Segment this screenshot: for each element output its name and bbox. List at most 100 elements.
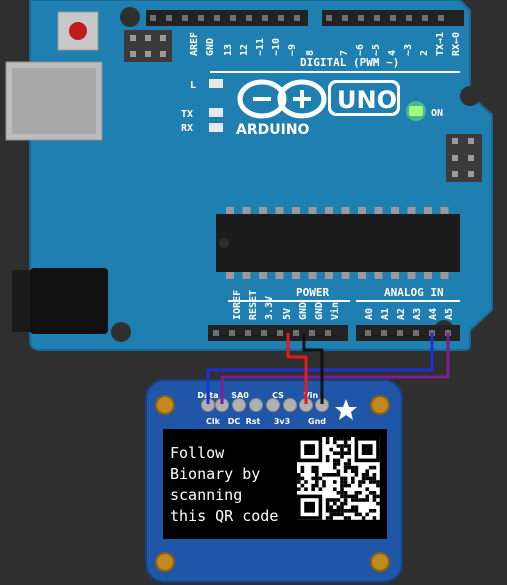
analog-pin-label: A2 [396,308,407,320]
header-pin[interactable] [182,15,188,21]
chip-leg [407,207,416,214]
power-pin-label: RESET [248,290,259,320]
power-pin-label: GND [298,302,309,320]
oled-pin-label: Clk [206,417,221,426]
digital-header[interactable] [146,10,464,26]
chip-leg [308,207,317,214]
chip-leg [308,272,317,279]
oled-pin-label: 3v3 [274,417,290,426]
oled-pin[interactable] [266,398,280,412]
header-pin[interactable] [358,15,364,21]
header-pin[interactable] [230,15,236,21]
header-pin[interactable] [166,15,172,21]
header-pin[interactable] [214,15,220,21]
chip-leg [275,207,284,214]
header-pin[interactable] [198,15,204,21]
header-pin[interactable] [438,15,444,21]
digital-pin-label: 4 [387,50,398,56]
header-pin[interactable] [342,15,348,21]
header-pin[interactable] [150,15,156,21]
digital-pin-label: 2 [419,50,430,56]
header-pin[interactable] [261,330,267,336]
chip-leg [242,207,251,214]
digital-pin-label: 8 [305,50,316,56]
chip-leg [424,207,432,214]
analog-pin-label: A5 [444,308,455,320]
on-led [409,106,423,116]
header-pin[interactable] [397,330,403,336]
oled-pin[interactable] [283,398,297,412]
analog-header[interactable] [356,325,460,341]
header-pin[interactable] [413,330,419,336]
qr-code-icon [297,437,380,520]
led-tx [209,108,223,117]
oled-line: Bionary by [170,465,260,483]
model-label: UNO [337,86,397,114]
chip-leg [391,207,399,214]
oled-pin[interactable] [232,398,246,412]
digital-pin-label: ~9 [287,44,298,56]
header-pin[interactable] [325,330,331,336]
oled-pin-row[interactable] [201,398,329,412]
microcontroller-chip [216,207,460,279]
analog-label: ANALOG IN [384,286,444,299]
header-pin[interactable] [381,330,387,336]
header-pin[interactable] [406,15,412,21]
mount-hole [370,395,390,415]
digital-pin-label: GND [205,38,216,56]
oled-pin[interactable] [249,398,263,412]
power-pin-label: GND [314,302,325,320]
header-pin[interactable] [390,15,396,21]
chip-leg [325,207,333,214]
chip-leg [292,207,300,214]
chip-leg [226,207,234,214]
wire-gnd [302,333,324,404]
header-pin[interactable] [422,15,428,21]
mount-hole [370,552,390,572]
oled-pin-label: Gnd [308,417,326,426]
header-pin[interactable] [277,330,283,336]
arduino-logo-icon [237,79,327,119]
header-pin[interactable] [309,330,315,336]
reset-button[interactable] [57,11,99,51]
chip-leg [374,272,383,279]
header-pin[interactable] [245,330,251,336]
chip-leg [440,207,449,214]
mount-hole [155,395,175,415]
header-pin[interactable] [229,330,235,336]
header-pin[interactable] [294,15,300,21]
header-pin[interactable] [213,330,219,336]
chip-leg [325,272,333,279]
icsp-header-right [446,134,482,182]
chip-leg [341,207,350,214]
header-pin[interactable] [278,15,284,21]
oled-pin-label: SA0 [231,391,249,400]
usb-port [5,61,103,141]
power-pin-label: Vin [329,302,341,320]
digital-pin-label: ~10 [271,38,282,56]
mount-hole [460,86,480,106]
header-pin[interactable] [262,15,268,21]
chip-leg [226,272,234,279]
header-pin[interactable] [326,15,332,21]
oled-text-lines: Follow Bionary by scanning this QR code [170,444,278,525]
oled-line: scanning [170,486,242,504]
header-pin[interactable] [293,330,299,336]
header-pin[interactable] [374,15,380,21]
chip-leg [358,272,366,279]
chip-leg [358,207,366,214]
digital-pin-label: 12 [239,44,250,56]
oled-pin-label: CS [272,391,284,400]
wire-data [206,333,434,404]
header-pin[interactable] [246,15,252,21]
mount-hole [120,7,140,27]
led-rx-label: RX [181,123,193,134]
chip-leg [341,272,350,279]
wire-vin [286,333,308,404]
led-rx [209,123,223,132]
oled-pin-label: Rst [246,417,261,426]
header-pin[interactable] [365,330,371,336]
